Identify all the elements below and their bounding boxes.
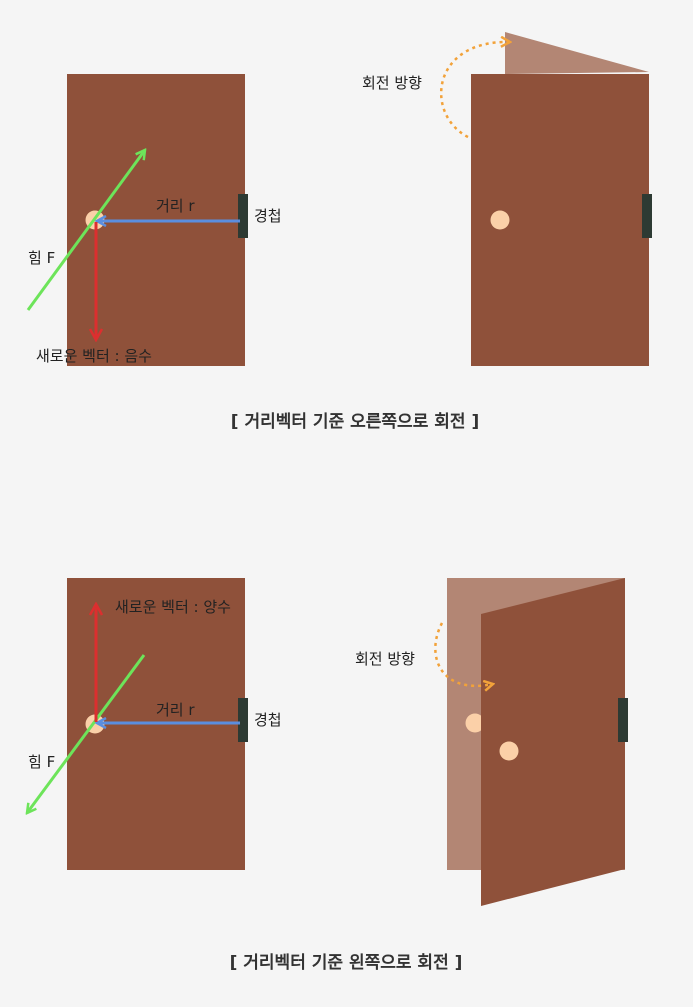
caption-bottom: [ 거리벡터 기준 왼쪽으로 회전 ]: [230, 953, 463, 973]
label-hinge-top: 경첩: [254, 207, 282, 225]
knob-top-right: [490, 210, 510, 230]
label-force-bottom: 힘 F: [28, 753, 55, 771]
label-rotation-bottom: 회전 방향: [355, 650, 415, 668]
label-new-vector-bottom: 새로운 벡터 : 양수: [115, 598, 231, 616]
label-new-vector-top: 새로운 벡터 : 음수: [36, 347, 152, 365]
label-rotation-top: 회전 방향: [362, 74, 422, 92]
door-ghost-top-right: [505, 32, 649, 74]
hinge-bottom-left: [238, 698, 248, 742]
knob-bottom-right: [499, 741, 519, 761]
label-hinge-bottom: 경첩: [254, 711, 282, 729]
bottom-panel: 새로운 벡터 : 양수 거리 r 경첩 힘 F 회전 방향 [ 거리벡터 기준 …: [27, 578, 628, 973]
label-force-top: 힘 F: [28, 249, 55, 267]
hinge-bottom-right: [618, 698, 628, 742]
label-distance-top: 거리 r: [156, 197, 195, 215]
caption-top: [ 거리벡터 기준 오른쪽으로 회전 ]: [231, 412, 479, 432]
door-bottom-right: [481, 578, 625, 906]
label-distance-bottom: 거리 r: [156, 701, 195, 719]
knob-ghost-bottom-right: [465, 713, 485, 733]
force-vector-bottom: [27, 654, 146, 813]
hinge-top-left: [238, 194, 248, 238]
hinge-top-right: [642, 194, 652, 238]
top-panel: 거리 r 경첩 힘 F 새로운 벡터 : 음수 회전 방향 [ 거리벡터 기준 …: [26, 32, 652, 432]
force-vector-top: [26, 150, 145, 311]
